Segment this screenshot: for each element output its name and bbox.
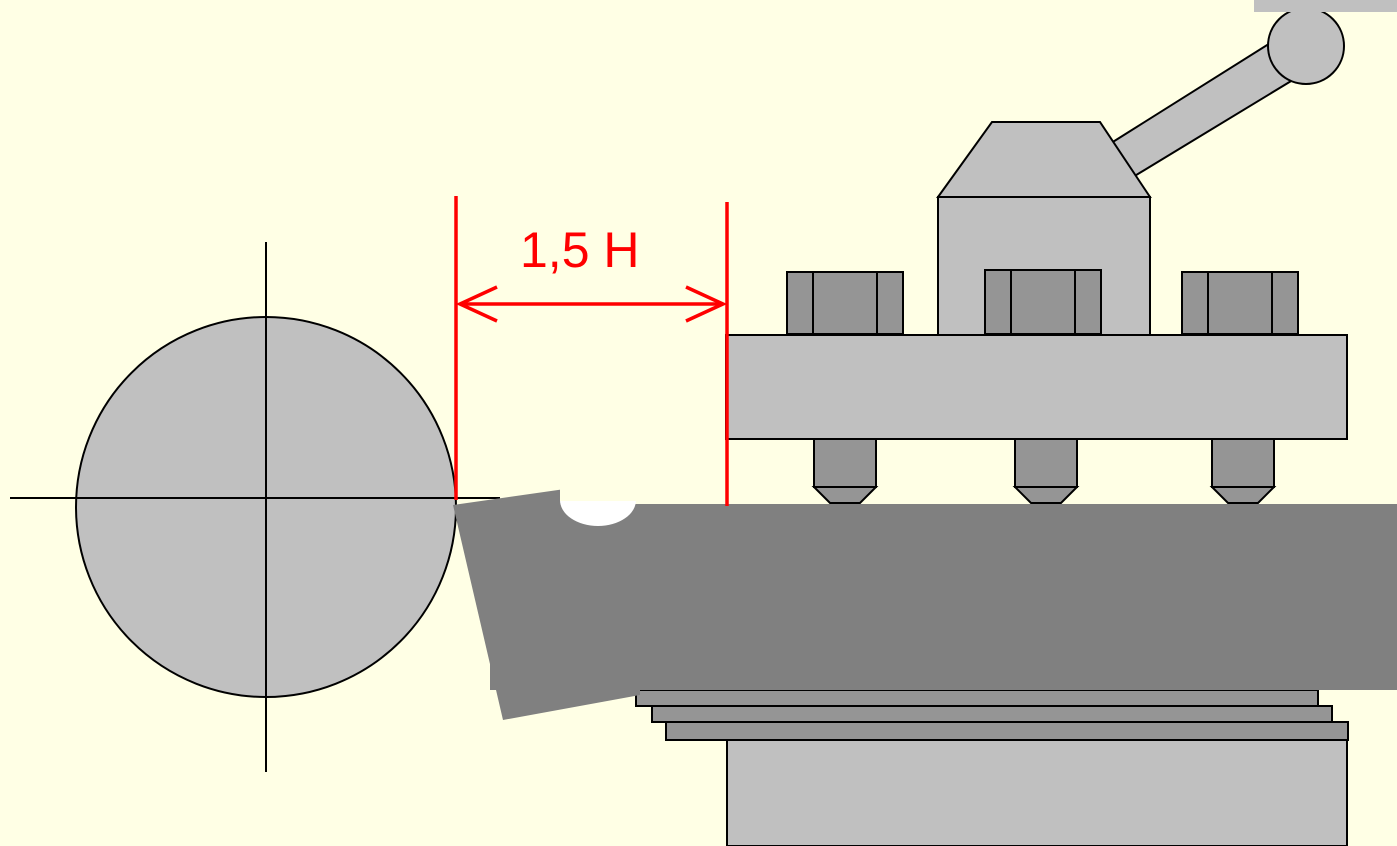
clamp-screws: [811, 438, 1277, 504]
shim-2: [651, 705, 1333, 723]
corner-block: [1254, 0, 1397, 12]
lever-knob: [1267, 7, 1345, 85]
overhang-dimension: [454, 196, 729, 506]
bolt-head-1: [786, 271, 904, 335]
tool-shank: [490, 504, 1397, 690]
clamp-plate: [725, 334, 1348, 440]
notch-opening: [560, 474, 636, 501]
tool-bit: [453, 484, 640, 720]
cutting-tool: [453, 474, 1397, 720]
dimension-label: 1,5 H: [520, 222, 640, 278]
bolt-head-3: [1181, 271, 1299, 335]
bolt-heads: [786, 269, 1299, 335]
dimension-arrow-left-icon: [455, 285, 498, 323]
tool-post-base: [635, 689, 1349, 846]
shim-1: [635, 689, 1319, 707]
dimension-arrow-right-icon: [685, 285, 728, 323]
clamp-screw-2: [1012, 438, 1080, 504]
compound-rest: [726, 739, 1348, 846]
clamp-screw-3: [1209, 438, 1277, 504]
clamp-screw-1: [811, 438, 879, 504]
bolt-head-2: [984, 269, 1102, 335]
shim-3: [665, 721, 1349, 741]
tool-post-cap: [936, 121, 1152, 198]
clamp-lever: [1106, 0, 1397, 182]
workpiece: [10, 242, 500, 772]
